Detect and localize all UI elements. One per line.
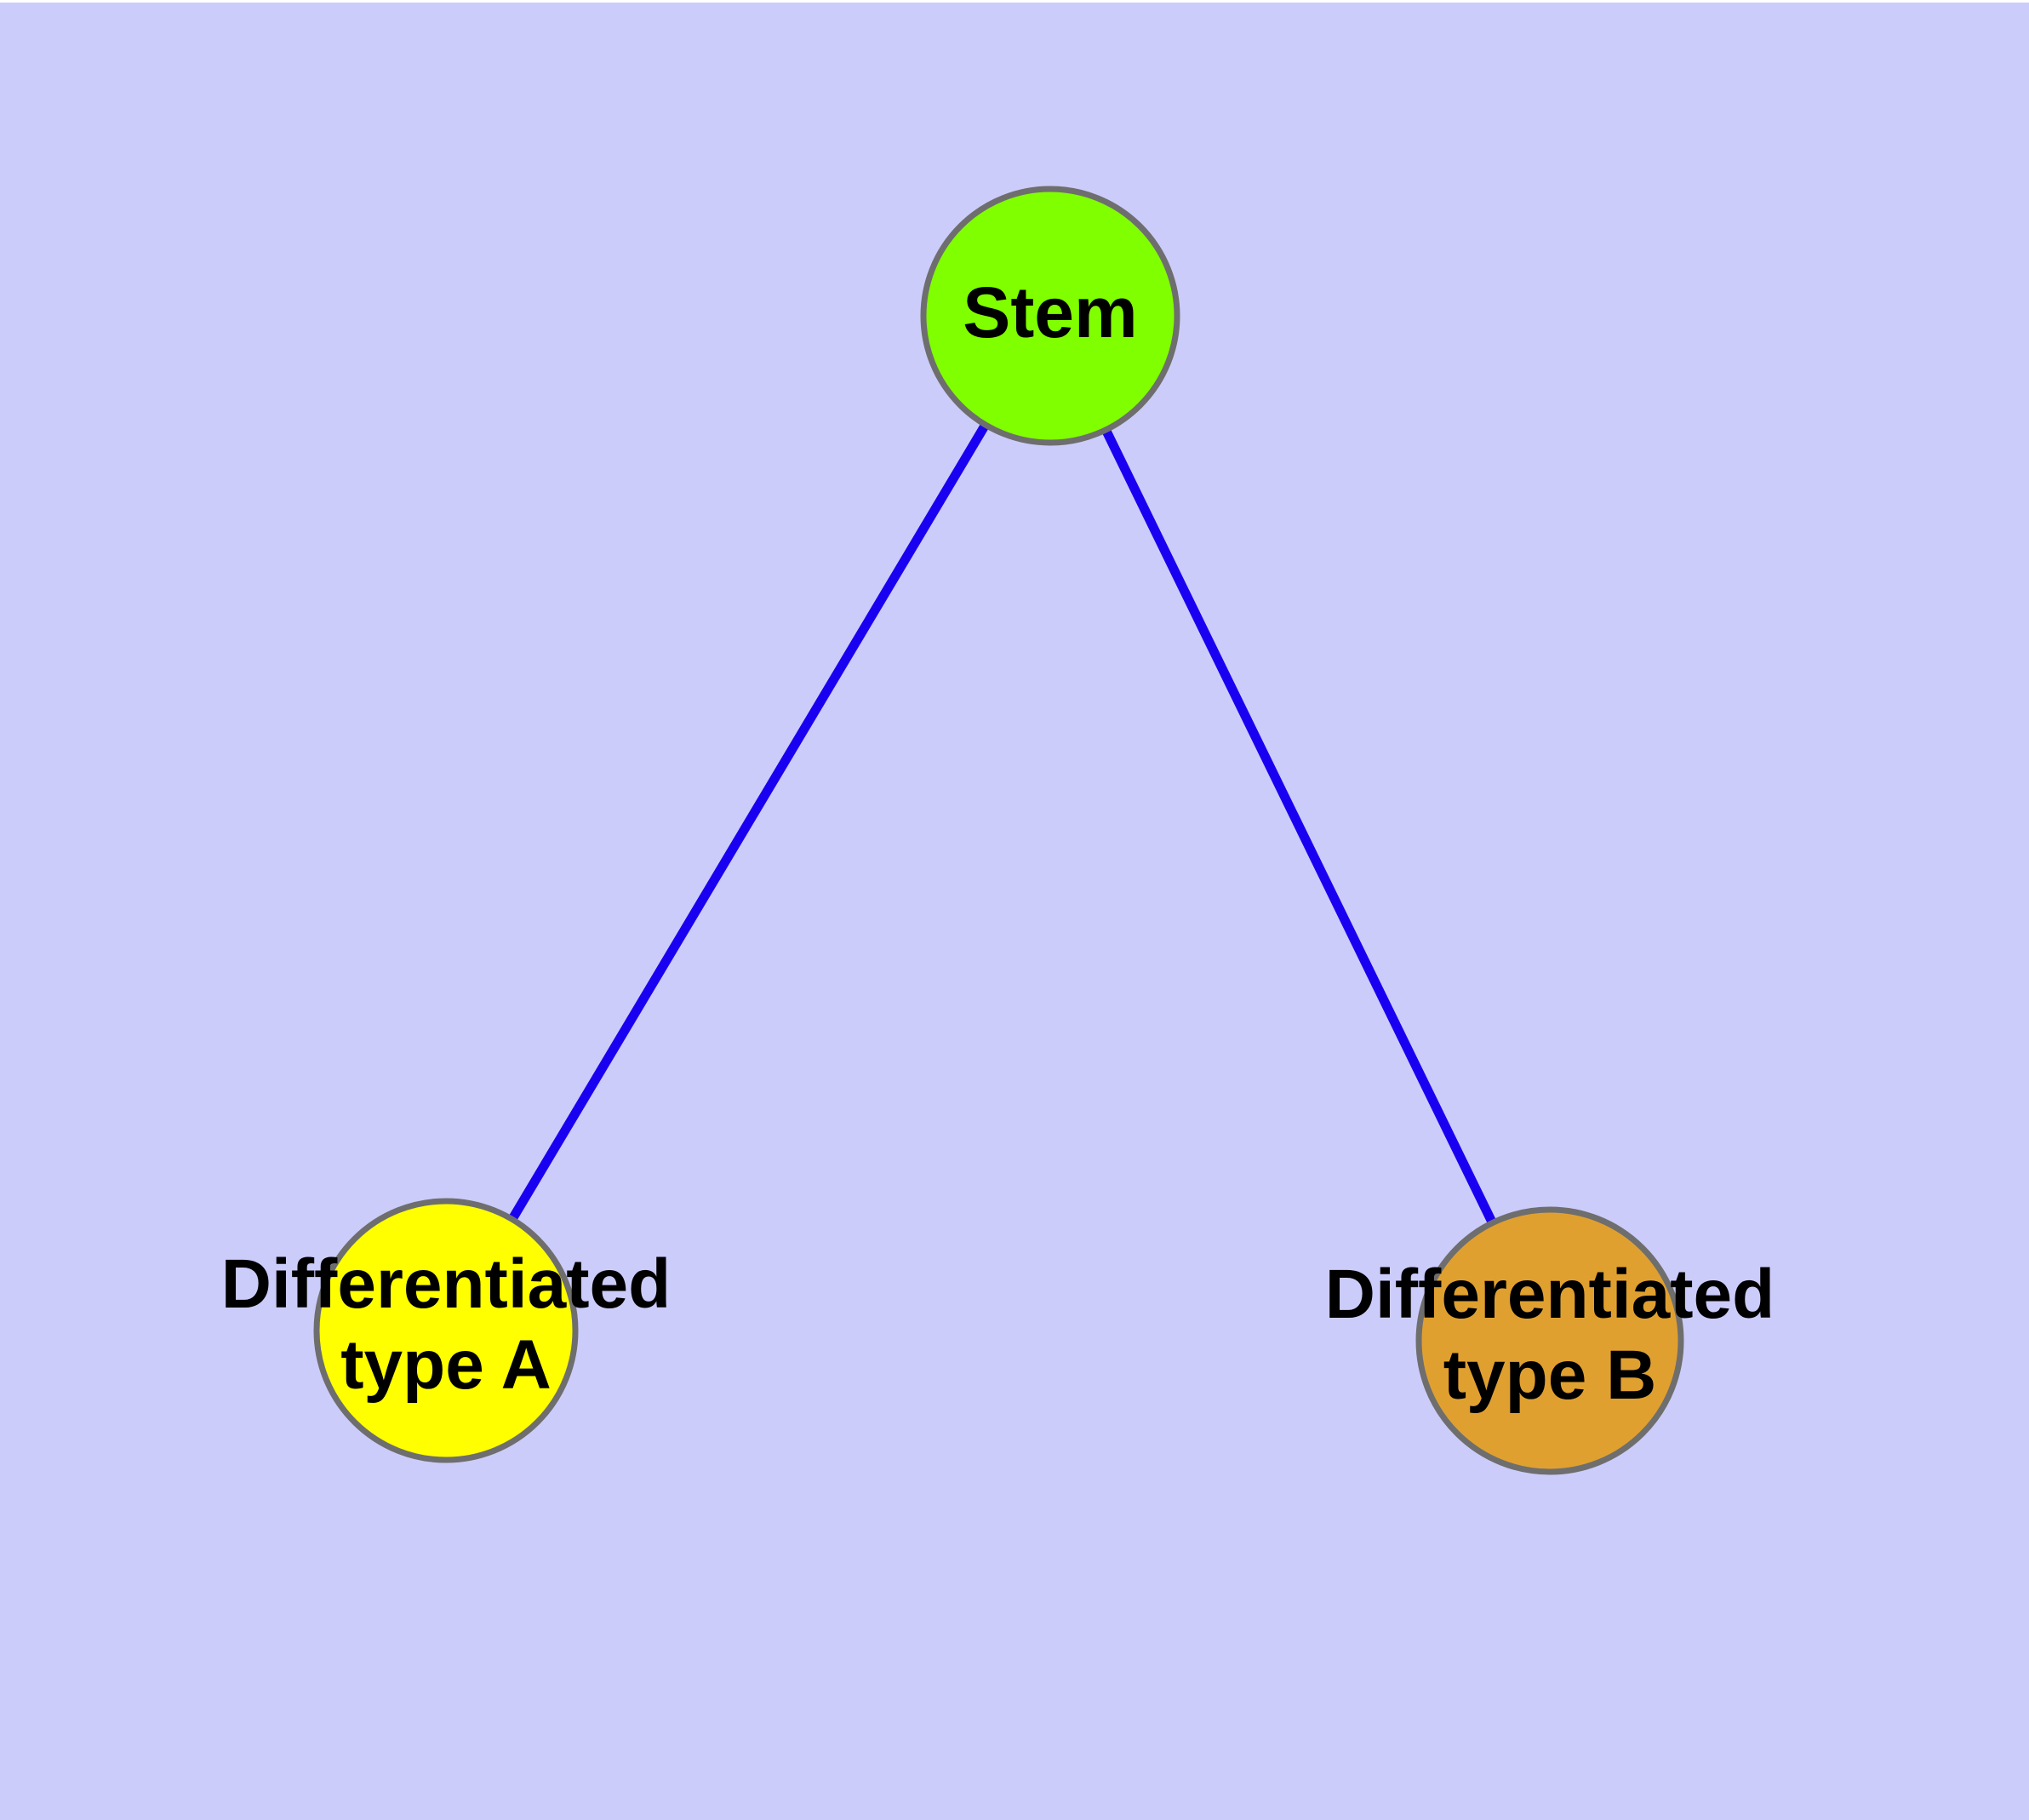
- graph-node-stem[interactable]: [920, 186, 1180, 446]
- edges-layer: [508, 423, 1497, 1225]
- graph-edge-stem-to-diff-a: [508, 423, 989, 1222]
- nodes-layer: [313, 186, 1684, 1475]
- graph-node-diff_b[interactable]: [1415, 1206, 1684, 1475]
- graph-node-diff_a[interactable]: [313, 1198, 579, 1463]
- graph-edge-stem-to-diff-b: [1101, 428, 1497, 1225]
